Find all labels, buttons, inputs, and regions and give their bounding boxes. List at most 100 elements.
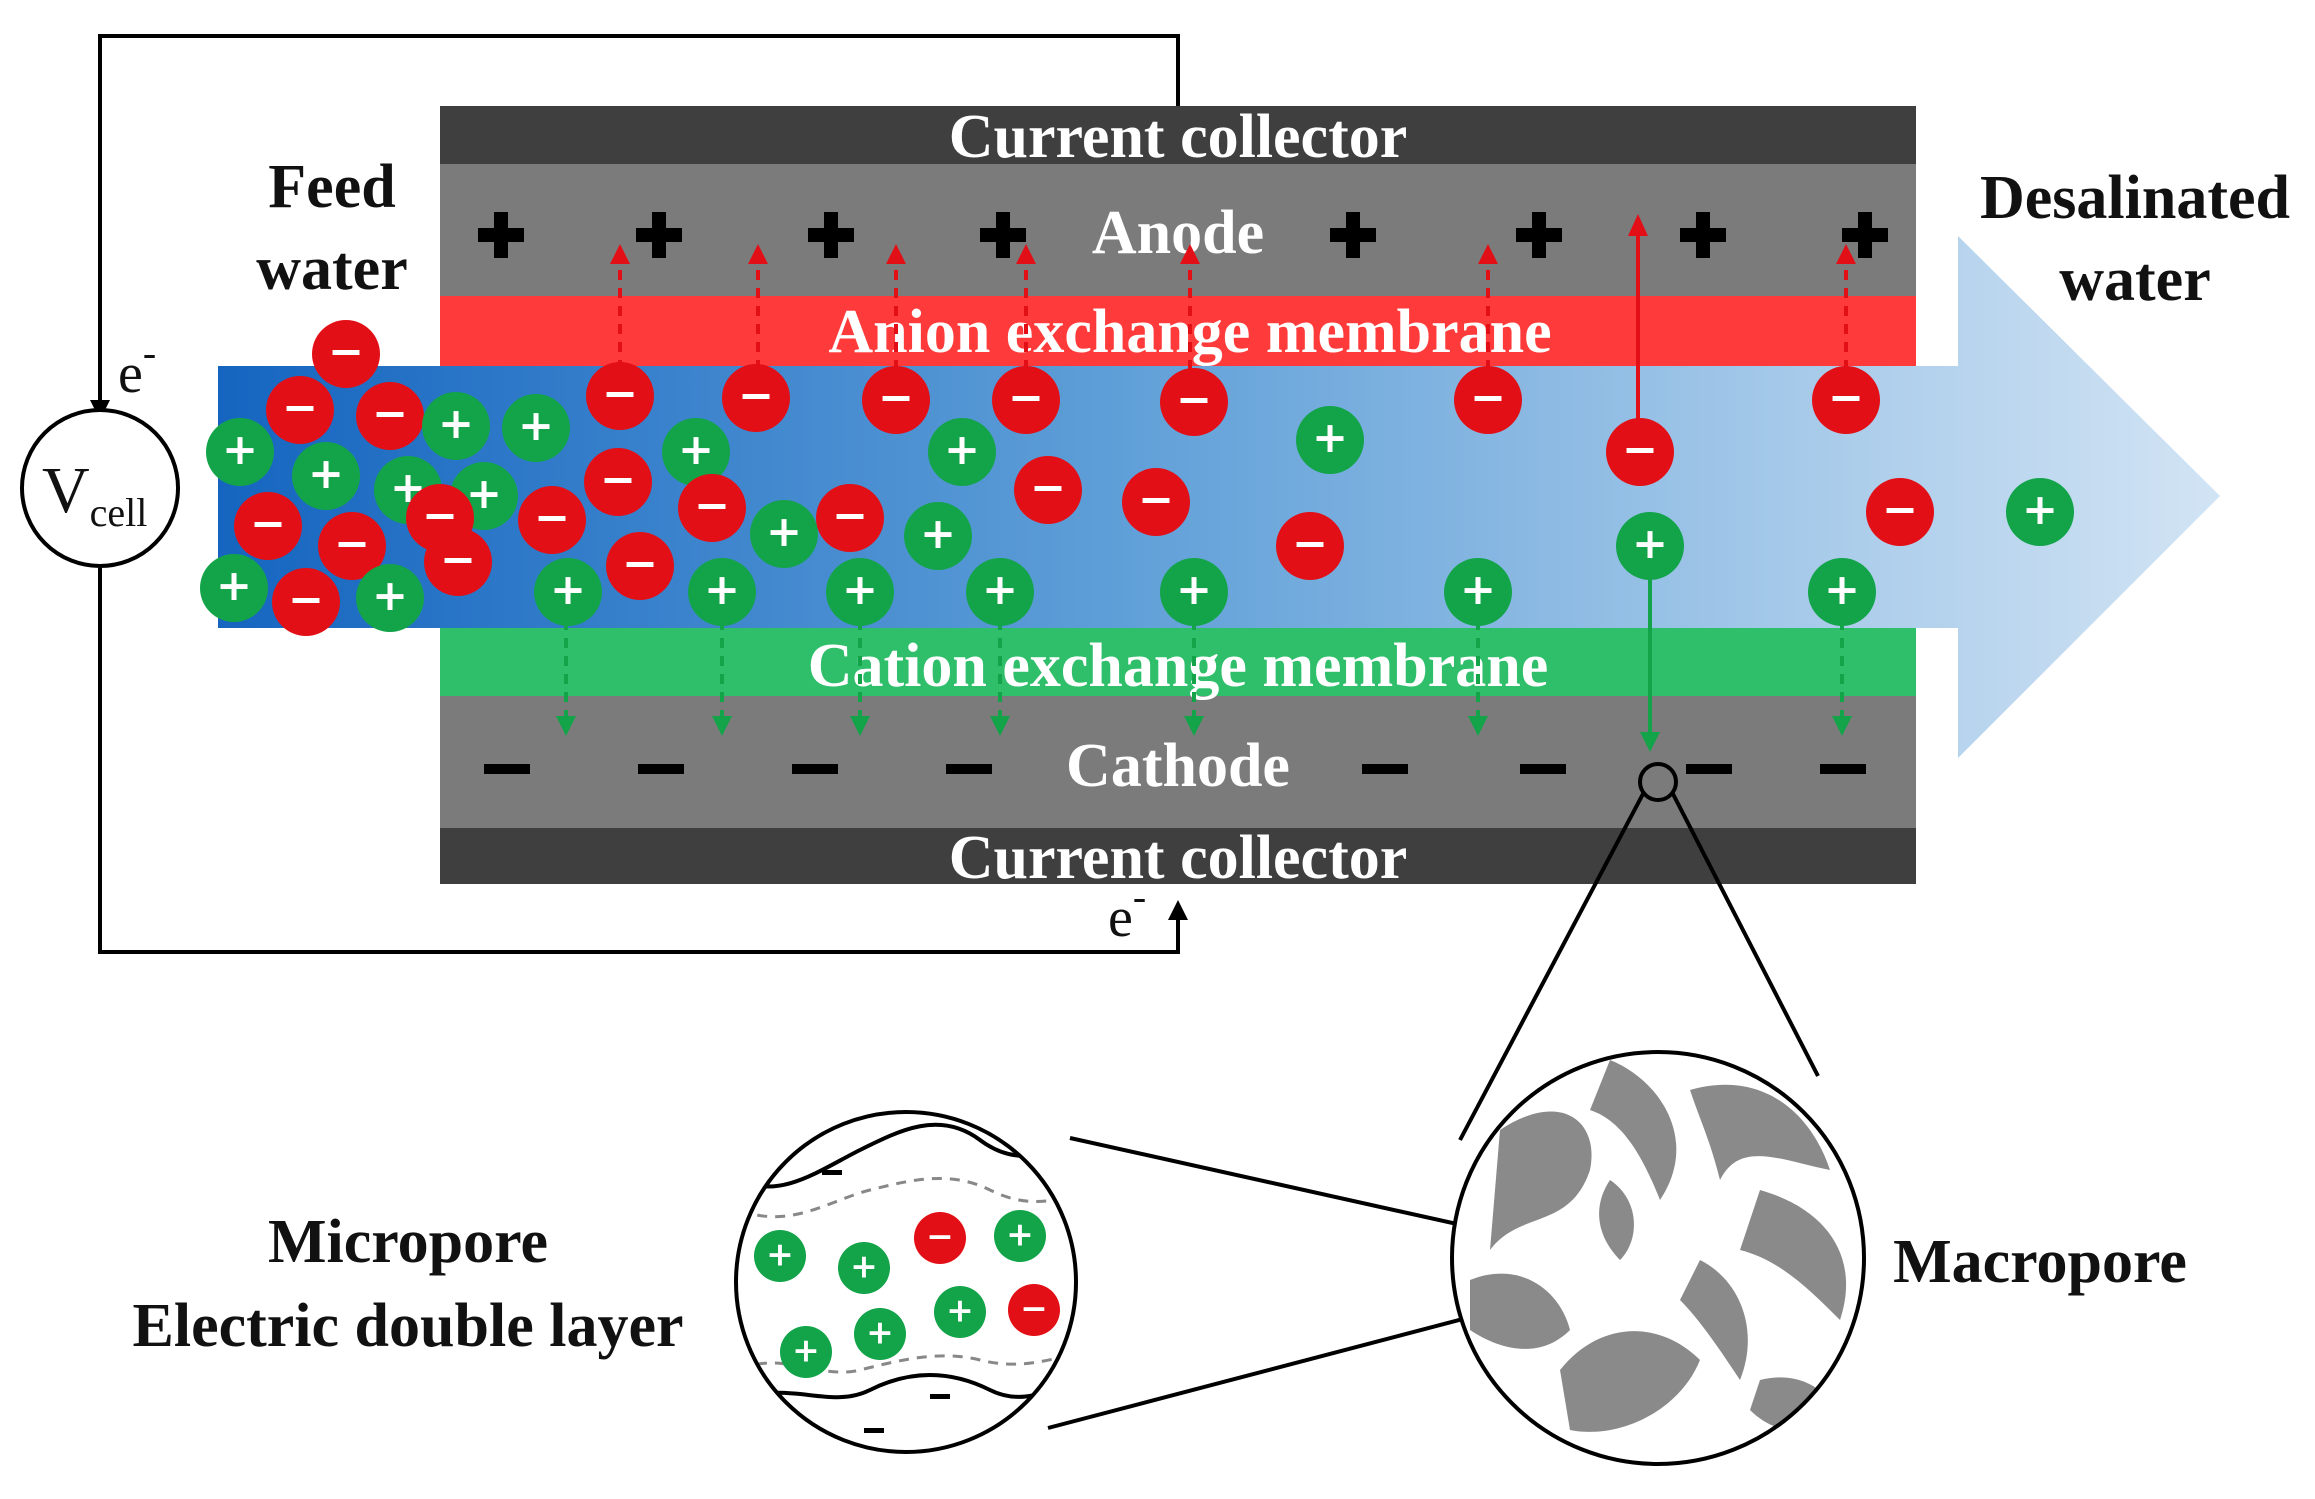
cation-sign: +	[766, 507, 802, 557]
anion-ion: −	[606, 532, 674, 600]
zoom-origin-circle	[1638, 762, 1678, 802]
anion-sign: −	[334, 519, 370, 569]
anion-ion: −	[1606, 418, 1674, 486]
anion-ion: −	[1866, 478, 1934, 546]
cathode-minus-sign	[946, 764, 992, 774]
cation-ion: +	[1074, 1300, 1114, 1352]
anion-ion: −	[356, 382, 424, 450]
cation-ion: +	[1444, 558, 1512, 626]
cation-ion: +	[1808, 558, 1876, 626]
cation-sign: +	[1824, 565, 1860, 615]
cation-sign: +	[866, 1312, 894, 1351]
anion-sign: −	[926, 1216, 954, 1255]
cation-sign: +	[982, 565, 1018, 615]
cathode-minus-sign	[792, 764, 838, 774]
anode-plus-sign	[478, 212, 524, 258]
anion-exchange-membrane	[440, 296, 1916, 368]
macropore-label: Macropore	[1893, 1228, 2187, 1296]
current-collector-top-label: Current collector	[949, 103, 1408, 171]
anion-migration-solid	[1628, 214, 1648, 430]
anion-ion: −	[266, 376, 334, 444]
cation-sign: +	[372, 571, 408, 621]
cation-ion: +	[356, 564, 424, 632]
cation-migration-arrows	[556, 620, 1852, 736]
cathode	[440, 696, 1916, 828]
anion-sign: −	[1008, 373, 1044, 423]
electron-arrow-up	[1168, 900, 1188, 920]
cathode-minus-sign	[484, 764, 530, 774]
anion-ion: −	[518, 486, 586, 554]
cation-membrane-label: Cation exchange membrane	[808, 632, 1548, 700]
cation-ion: +	[1076, 1192, 1128, 1244]
anion-sign: −	[1622, 425, 1658, 475]
anode-charges	[478, 212, 1888, 258]
cation-sign: +	[1086, 1304, 1114, 1343]
cation-sign: +	[1312, 413, 1348, 463]
cation-ion: +	[1296, 406, 1364, 474]
anion-sign: −	[1828, 373, 1864, 423]
anion-ion: −	[318, 512, 386, 580]
cathode-label: Cathode	[1066, 732, 1290, 800]
anion-ion: −	[816, 484, 884, 552]
anode	[440, 164, 1916, 296]
anion-ion: −	[586, 362, 654, 430]
cation-sign: +	[920, 509, 956, 559]
cation-ion: +	[688, 558, 756, 626]
cation-sign: +	[792, 1330, 820, 1369]
cation-sign: +	[766, 1234, 794, 1273]
cation-ion: +	[928, 418, 996, 486]
anion-sign: −	[282, 383, 318, 433]
anion-sign: −	[1020, 1288, 1048, 1327]
current-collector-bottom-label: Current collector	[949, 824, 1408, 892]
voltage-source	[20, 408, 180, 568]
anion-ion: −	[1454, 366, 1522, 434]
cation-ion: +	[750, 500, 818, 568]
cation-ion: +	[1616, 512, 1684, 580]
anion-ion: −	[1008, 1284, 1060, 1336]
anion-ion: −	[234, 492, 302, 560]
anion-sign: −	[832, 491, 868, 541]
anode-plus-sign	[1516, 212, 1562, 258]
cation-sign: +	[1006, 1214, 1034, 1253]
cation-ion: +	[1160, 558, 1228, 626]
cathode-minus-sign	[1520, 764, 1566, 774]
anode-plus-sign	[1330, 212, 1376, 258]
cation-sign: +	[1088, 1196, 1116, 1235]
anode-plus-sign	[1842, 212, 1888, 258]
anion-ion: −	[1276, 512, 1344, 580]
cation-sign: +	[1176, 565, 1212, 615]
cation-exchange-membrane	[440, 628, 1916, 696]
cation-ion: +	[422, 392, 490, 460]
cation-ion: +	[994, 1210, 1046, 1262]
cation-sign: +	[1632, 519, 1668, 569]
cation-sign: +	[518, 401, 554, 451]
cathode-minus-sign	[1686, 764, 1732, 774]
electron-label-top: e-	[118, 330, 156, 405]
cation-sign: +	[850, 1246, 878, 1285]
anion-ion: −	[1014, 456, 1082, 524]
electron-label-bottom: e-	[1108, 874, 1146, 949]
cation-sign: +	[550, 565, 586, 615]
cation-sign: +	[704, 565, 740, 615]
cation-sign: +	[946, 1290, 974, 1329]
cation-ion: +	[292, 442, 360, 510]
cation-ion: +	[2006, 478, 2074, 546]
anion-sign: −	[602, 369, 638, 419]
anion-sign: −	[328, 327, 364, 377]
anion-migration-arrows	[610, 244, 1856, 370]
anion-sign: −	[288, 575, 324, 625]
anion-ion: −	[914, 1212, 966, 1264]
cation-ion: +	[662, 418, 730, 486]
cation-sign: +	[678, 425, 714, 475]
anion-sign: −	[1030, 463, 1066, 513]
anion-ion: −	[272, 568, 340, 636]
cation-sign: +	[2022, 485, 2058, 535]
anion-sign: −	[534, 493, 570, 543]
anode-plus-sign	[636, 212, 682, 258]
cation-sign: +	[842, 565, 878, 615]
anion-ion: −	[584, 448, 652, 516]
anode-plus-sign	[980, 212, 1026, 258]
